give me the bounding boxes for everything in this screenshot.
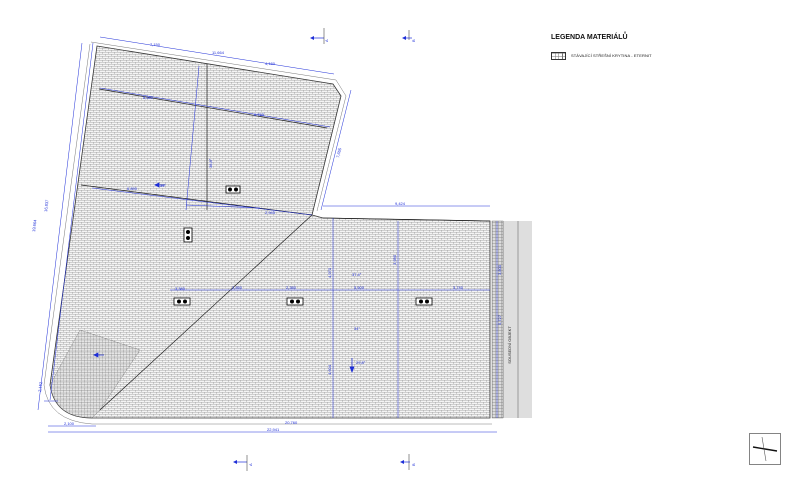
section-arrow-icon: B — [402, 30, 416, 42]
dim-neighbor-bottom: 5,727 — [497, 314, 502, 325]
slope-arrow-icon — [154, 182, 165, 188]
roof-outlet-icon — [173, 297, 191, 306]
dim-right-wing-top: 9,424 — [395, 201, 406, 206]
roof-outlet-icon — [415, 297, 433, 306]
roof-outlet-icon — [183, 227, 193, 243]
dim-inner-10: 4,970 — [327, 267, 332, 278]
neighbor-building: SOUSEDNÍ OBJEKT — [491, 220, 532, 419]
slope-label-2: 34° — [160, 183, 166, 188]
north-arrow-icon — [749, 433, 781, 465]
dim-inner-4: 2,945 — [265, 210, 276, 215]
section-label-b-bottom: B — [411, 463, 416, 466]
dim-top-right: 4,180 — [265, 61, 276, 66]
slope-labels: 38,8° 34° 37,4° 34° 29,8° — [160, 158, 366, 365]
dim-inner-12: 4,604 — [327, 364, 332, 375]
dim-inner-9: 3,740 — [453, 285, 464, 290]
dim-right-side: 7,655 — [335, 147, 342, 159]
dim-bottom-total: 22,941 — [267, 427, 280, 432]
dim-inner-5: 3,380 — [175, 286, 186, 291]
dim-left-bottom: 2,152 — [37, 381, 43, 392]
dim-inner-7: 2,380 — [286, 285, 297, 290]
dim-inner-1: 8,580 — [143, 95, 154, 100]
dimension-labels: 7,150 11,664 4,180 9,424 2,100 22,941 20… — [31, 42, 502, 432]
roof-ridges — [80, 64, 491, 411]
dim-top-total: 11,664 — [212, 50, 225, 55]
dim-bottom-left: 2,100 — [64, 421, 75, 426]
slope-arrow-icon — [93, 352, 104, 358]
section-arrow-icon: B — [400, 454, 416, 470]
roof-outlet-icon — [225, 185, 241, 194]
slope-label-4: 34° — [354, 326, 360, 331]
dim-left-inner: 16,837 — [43, 199, 50, 213]
legend-item-label: STÁVAJÍCÍ STŘEŠNÍ KRYTINA - ETERNIT — [571, 53, 652, 58]
roof-corner-area — [49, 329, 141, 419]
slope-label-1: 38,8° — [208, 158, 213, 168]
dim-inner-3: 6,890 — [127, 186, 138, 191]
section-label-a-top: A — [324, 39, 329, 42]
dim-inner-6: 2,850 — [232, 285, 243, 290]
roof-edge-offset — [43, 41, 492, 425]
slope-arrows — [93, 182, 355, 373]
dim-inner-11: 3,980 — [392, 254, 397, 265]
dim-inner-8: 5,500 — [354, 285, 365, 290]
section-label-b-top: B — [411, 39, 416, 42]
dim-inner-2: 6,785 — [254, 112, 265, 117]
dim-left-total: 19,664 — [31, 219, 38, 233]
slope-label-5: 29,8° — [356, 360, 366, 365]
section-arrow-icon: A — [310, 28, 329, 44]
dim-top-left: 7,150 — [150, 42, 161, 47]
roof-outlet-icon — [286, 297, 304, 306]
section-marks: A A B B — [233, 28, 416, 471]
section-label-a-bottom: A — [248, 463, 253, 466]
section-arrow-icon: A — [233, 455, 253, 471]
roof-outlets — [173, 185, 433, 306]
legend-title: LEGENDA MATERIÁLŮ — [551, 34, 628, 41]
dimension-lines — [37, 36, 498, 433]
dim-bottom-right: 20,760 — [285, 420, 298, 425]
legend-eternit-swatch — [551, 52, 566, 60]
neighbor-label: SOUSEDNÍ OBJEKT — [507, 326, 512, 364]
slope-arrow-icon — [349, 358, 355, 373]
dim-neighbor-top: 3,800 — [497, 264, 502, 275]
slope-label-3: 37,4° — [352, 272, 362, 277]
